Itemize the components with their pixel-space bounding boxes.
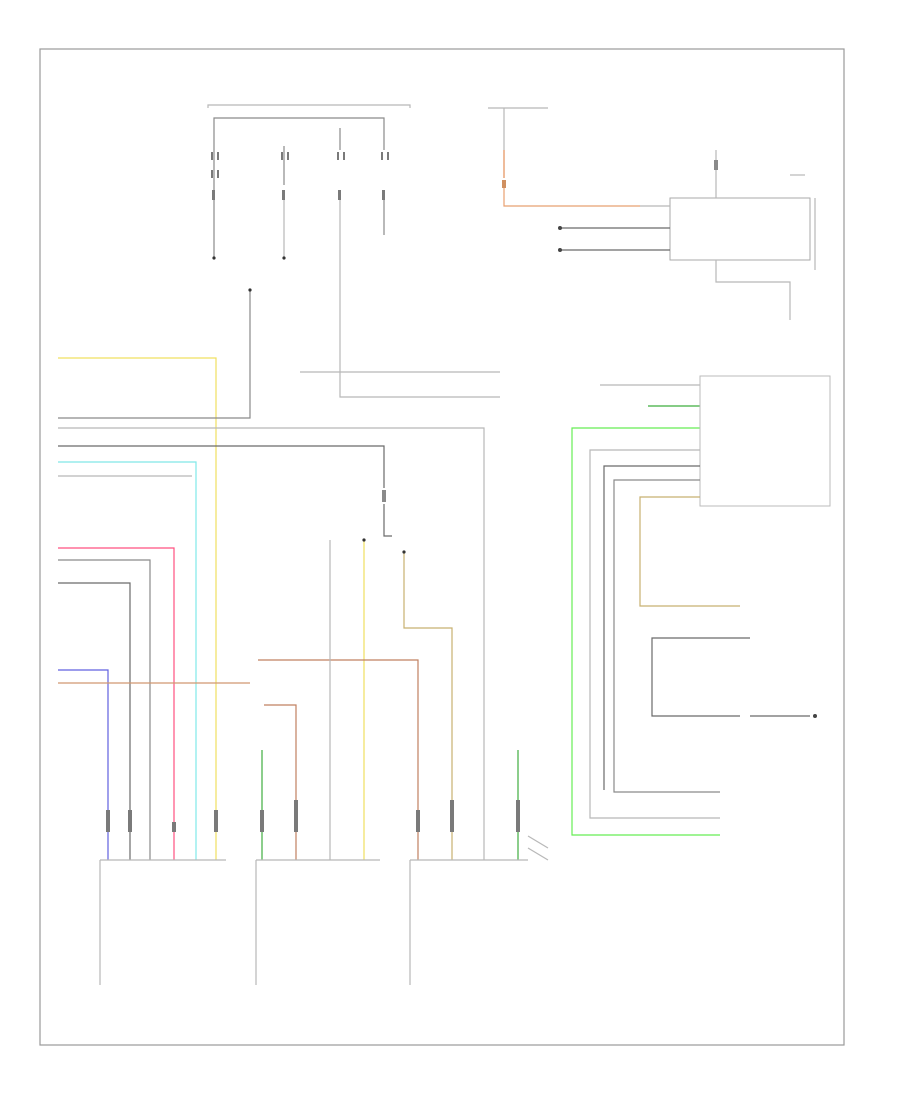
power-distribution — [488, 107, 816, 320]
left-wire-harness — [58, 290, 485, 860]
top-connector-pins — [211, 152, 389, 200]
diagram-frame — [39, 48, 845, 1046]
bottom-pin-marks — [106, 800, 520, 832]
cluster-module-box — [669, 197, 811, 261]
top-wire-group — [207, 104, 411, 392]
splice-points — [212, 256, 406, 554]
right-module-wires — [571, 375, 831, 836]
transfer-module-box — [699, 375, 831, 507]
center-wires — [258, 371, 519, 860]
bottom-connectors — [99, 800, 549, 985]
